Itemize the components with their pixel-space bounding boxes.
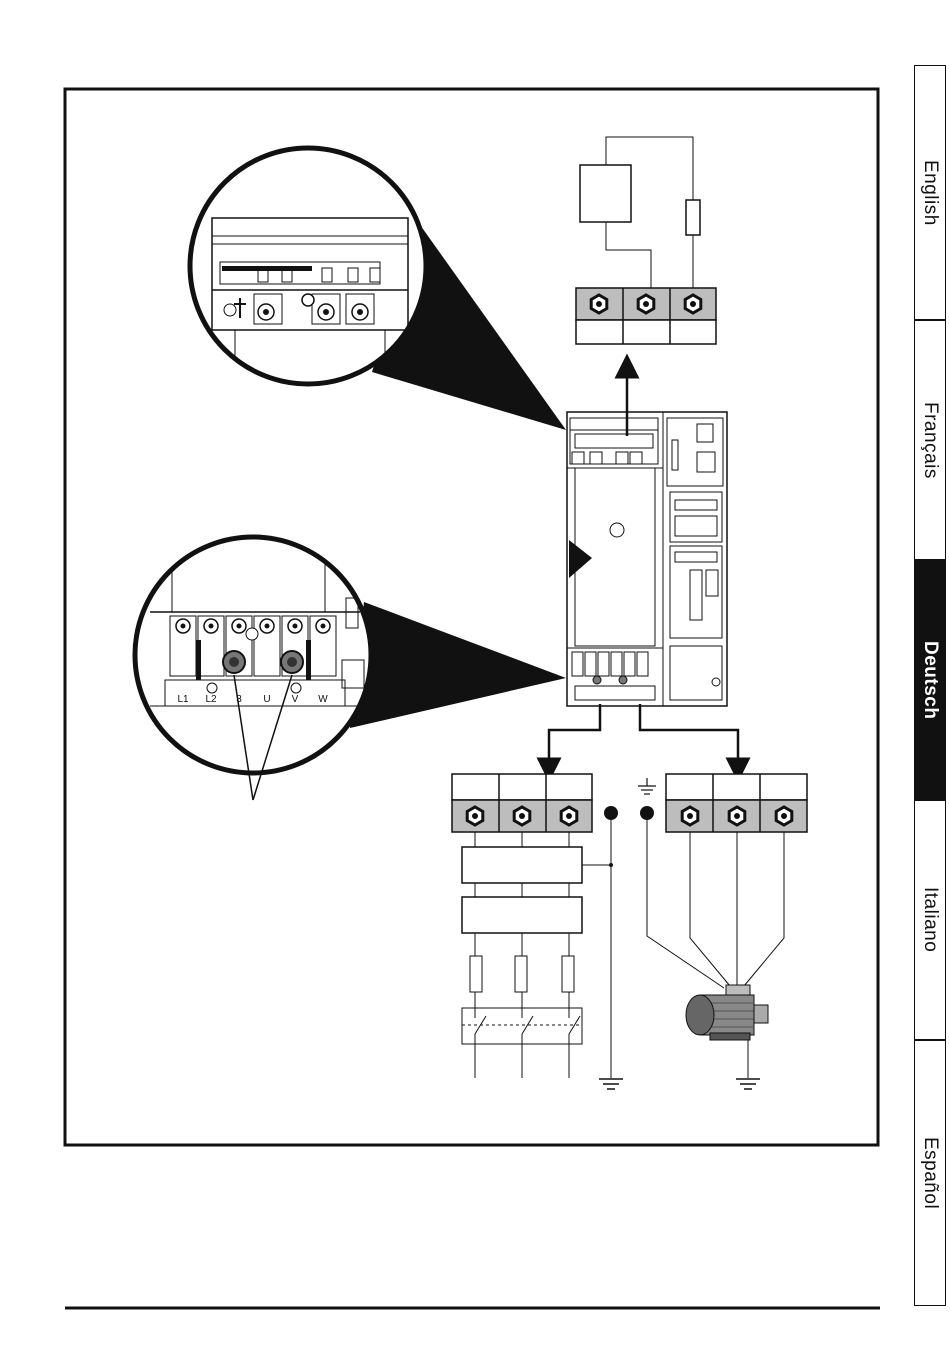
arrow-supply <box>549 704 600 770</box>
terminal-nut-icon <box>467 807 483 825</box>
terminal-nut-icon <box>685 295 701 313</box>
bottom-zoom-cone <box>350 602 566 728</box>
language-tab-label: Français <box>919 402 941 479</box>
resistor-icon <box>686 200 700 235</box>
language-tab-4[interactable]: Español <box>914 1040 946 1306</box>
terminal-nut-icon <box>729 807 745 825</box>
ground-symbol <box>599 1079 623 1089</box>
ground-symbol <box>736 1079 760 1089</box>
power-terminal-label: L2 <box>205 694 217 705</box>
language-tab-0[interactable]: English <box>914 65 946 320</box>
supply-circuit <box>462 813 611 1078</box>
terminal-nut-icon <box>638 295 654 313</box>
fuse-icon <box>562 956 574 992</box>
language-tab-label: Español <box>919 1137 941 1209</box>
terminal-nut-icon <box>591 295 607 313</box>
language-tab-label: Deutsch <box>919 641 941 719</box>
motor-icon <box>686 985 768 1040</box>
language-tab-2[interactable]: Deutsch <box>914 560 946 800</box>
language-tab-label: English <box>919 160 941 226</box>
ground-symbol <box>638 778 656 794</box>
brake-resistor-circuit <box>580 137 700 288</box>
language-tab-3[interactable]: Italiano <box>914 800 946 1040</box>
language-tab-label: Italiano <box>919 887 941 952</box>
power-terminal-label: W <box>318 694 328 705</box>
ground-terminal-supply <box>604 806 618 820</box>
terminal-nut-icon <box>682 807 698 825</box>
language-tab-1[interactable]: Français <box>914 320 946 560</box>
terminal-nut-icon <box>776 807 792 825</box>
power-terminal-label: U <box>263 694 270 705</box>
arrow-motor <box>640 704 738 770</box>
drive-cover-arrow <box>569 540 592 578</box>
power-terminal-label: L1 <box>177 694 189 705</box>
fuse-icon <box>470 956 482 992</box>
terminal-nut-icon <box>514 807 530 825</box>
power-terminal-label: V <box>292 694 299 705</box>
drive-unit <box>567 412 727 706</box>
terminal-nut-icon <box>561 807 577 825</box>
fuse-icon <box>515 956 527 992</box>
